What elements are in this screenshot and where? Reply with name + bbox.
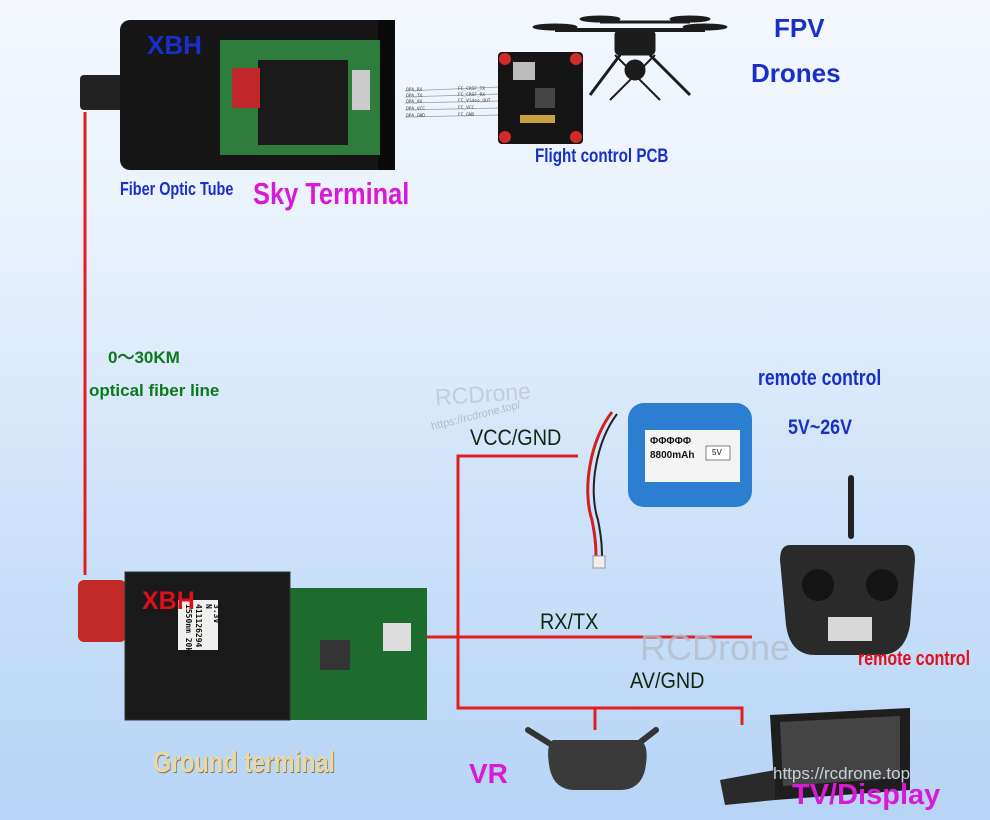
av-gnd-wire (456, 637, 744, 725)
av-gnd-label: AV/GND (630, 668, 705, 693)
signal-wiring (415, 454, 752, 730)
vcc-gnd-label: VCC/GND (470, 425, 562, 450)
drones-label: Drones (751, 58, 841, 88)
pcb-pin-labels: OPA_RX OPA_TX OPA_AV OPA_VCC OPA_GND FC_… (406, 86, 491, 119)
module-code-text: N (204, 604, 213, 609)
rx-tx-label: RX/TX (540, 609, 599, 634)
flight-control-pcb (498, 52, 583, 144)
xbh-top-label: XBH (147, 30, 202, 60)
xbh-ground-label: XBH (142, 587, 195, 615)
fc-pin-label: FC_CRSF_RX (458, 92, 485, 98)
remote-control-top-label: remote control (758, 365, 882, 390)
pcb-pin-label: OPA_GND (406, 113, 425, 119)
battery-brand-text: ΦΦΦΦΦ (650, 436, 691, 447)
drone-image (532, 15, 728, 101)
module-wavelength-text: 1550nm 20km (184, 604, 193, 657)
remote-controller-image (780, 475, 915, 655)
ground-terminal-device (78, 571, 427, 721)
fiber-line-label: optical fiber line (89, 381, 220, 400)
sky-to-pcb-wires (404, 86, 501, 118)
sky-terminal-label: Sky Terminal (253, 176, 410, 211)
flight-control-pcb-label: Flight control PCB (535, 146, 669, 167)
pcb-pin-label: OPA_VCC (406, 106, 425, 112)
battery-image: ΦΦΦΦΦ 8800mAh 5V (586, 403, 752, 569)
fc-pin-label: FC_GND (458, 112, 475, 118)
fc-pin-label: FC_CRSF_TX (458, 86, 485, 92)
fpv-label: FPV (774, 13, 825, 43)
vcc-gnd-wire (456, 454, 578, 637)
battery-voltage-text: 5V (712, 448, 722, 457)
battery-capacity-text: 8800mAh (650, 450, 694, 461)
tv-display-image (720, 708, 910, 805)
sky-terminal-device (80, 20, 395, 170)
vr-goggles-image (525, 727, 659, 790)
ground-terminal-label: Ground terminal (153, 746, 336, 779)
module-voltage-text: 3.3V (212, 604, 221, 623)
fc-pin-label: FC_Video_OUT (458, 98, 491, 104)
ground-module-label: 1550nm 20km 411126294 N 3.3V (184, 604, 221, 657)
distance-label: 0～30KM (108, 348, 180, 367)
module-serial-text: 411126294 (194, 604, 203, 648)
tv-display-label: TV/Display (792, 779, 941, 811)
voltage-label: 5V~26V (788, 416, 853, 439)
pcb-pin-label: OPA_TX (406, 93, 423, 99)
pcb-pin-label: OPA_AV (406, 99, 423, 105)
watermark-brand-2: RCDrone (640, 627, 791, 668)
vr-label: VR (469, 758, 508, 789)
fiber-optic-tube-label: Fiber Optic Tube (120, 179, 234, 199)
fc-pin-label: FC_VCC (458, 105, 475, 111)
remote-control-right-label: remote control (858, 648, 971, 670)
pcb-pin-label: OPA_RX (406, 87, 423, 93)
watermark-url-2: https://rcdrone.top/ (773, 764, 915, 783)
